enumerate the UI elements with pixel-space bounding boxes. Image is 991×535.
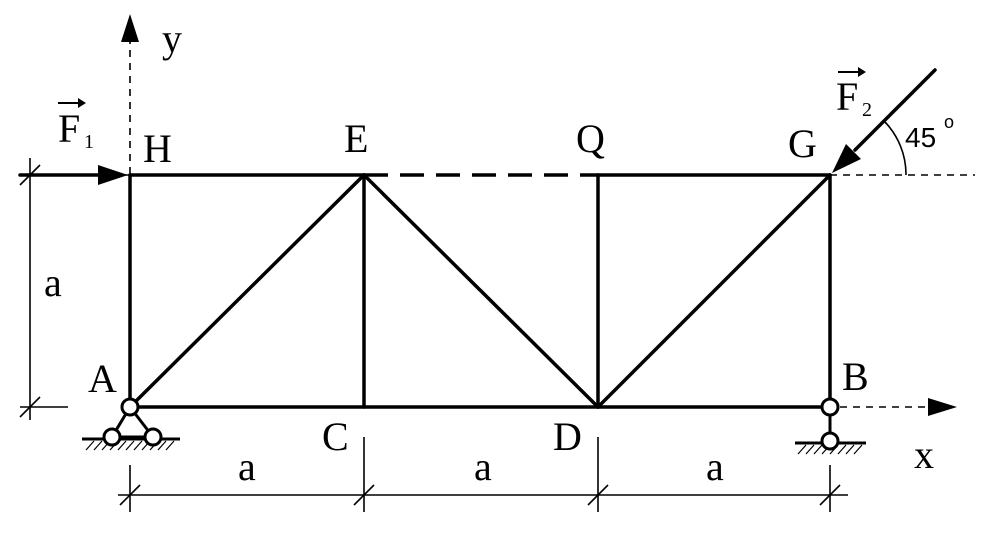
force-f1-label: F 1: [58, 98, 94, 153]
svg-text:o: o: [944, 112, 954, 132]
svg-text:1: 1: [84, 131, 94, 153]
pinned-support-A: [82, 397, 180, 451]
member-DG: [596, 173, 832, 409]
axis-label-y: y: [162, 16, 182, 61]
roller-support-B: [795, 397, 866, 455]
svg-text:45: 45: [905, 122, 936, 153]
svg-text:F: F: [836, 74, 858, 119]
y-axis: [121, 14, 139, 395]
member-AE: [128, 173, 366, 409]
force-f2-label: F 2: [836, 67, 872, 121]
node-label-G: G: [788, 121, 817, 166]
node-label-Q: Q: [576, 116, 605, 161]
node-label-C: C: [322, 414, 349, 459]
member-ED: [362, 173, 600, 409]
node-label-E: E: [344, 116, 368, 161]
x-axis: [840, 398, 957, 416]
node-label-B: B: [842, 354, 869, 399]
node-label-H: H: [143, 126, 172, 171]
angle-arc: [883, 120, 907, 176]
node-label-D: D: [553, 414, 582, 459]
dimension-label-span3: a: [706, 444, 724, 489]
angle-label: 45 o: [905, 112, 954, 153]
dimension-label-span2: a: [474, 444, 492, 489]
dimension-label-span1: a: [238, 444, 256, 489]
dimension-label-height: a: [44, 260, 62, 305]
truss-members: [128, 173, 832, 409]
force-f2-arrow: [832, 68, 937, 173]
dimension-spans: [118, 437, 848, 512]
dimension-height: [19, 158, 130, 420]
axis-label-x: x: [914, 432, 934, 477]
svg-text:2: 2: [862, 99, 872, 121]
node-label-A: A: [88, 356, 117, 401]
svg-text:F: F: [58, 106, 80, 151]
